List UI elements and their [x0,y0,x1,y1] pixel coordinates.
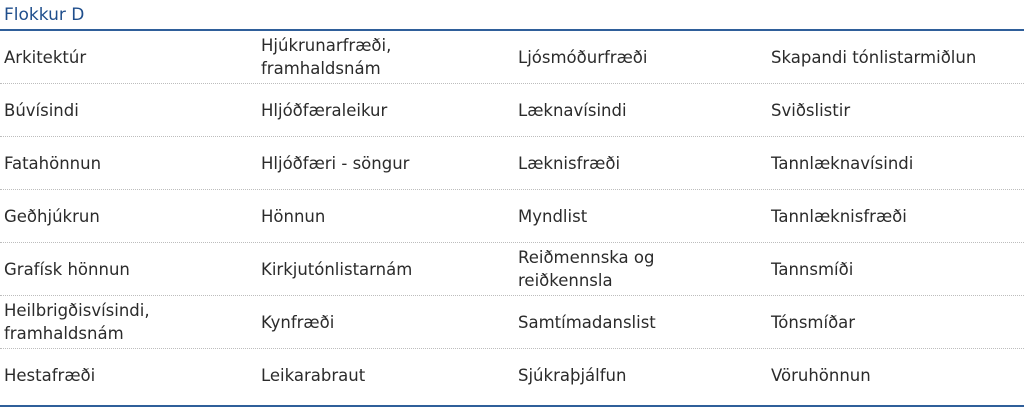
table-cell: Hönnun [261,206,326,226]
table-cell: Kirkjutónlistarnám [261,259,413,279]
table-cell: Tannlæknisfræði [771,206,907,226]
table-body: Arkitektúr Hjúkrunarfræði, framhaldsnám … [0,31,1024,402]
table-row: Heilbrigðisvísindi, framhaldsnám Kynfræð… [0,296,1024,349]
table-cell: Læknavísindi [518,100,627,120]
table-cell: Sjúkraþjálfun [518,366,627,385]
table-cell: Reiðmennska og reiðkennsla [518,248,655,290]
table-cell: Hljóðfæraleikur [261,100,388,120]
table-cell: Kynfræði [261,312,335,332]
table-row: Fatahönnun Hljóðfæri - söngur Læknisfræð… [0,137,1024,190]
table-cell: Vöruhönnun [771,366,871,385]
table-row: Hestafræði Leikarabraut Sjúkraþjálfun Vö… [0,349,1024,402]
table-cell: Leikarabraut [261,366,366,385]
table-cell: Skapandi tónlistarmiðlun [771,47,977,67]
table-cell: Arkitektúr [4,47,87,67]
table-heading: Flokkur D [4,5,85,25]
table-cell: Tannlæknavísindi [771,153,914,173]
table-cell: Hljóðfæri - söngur [261,153,410,173]
table-row: Búvísindi Hljóðfæraleikur Læknavísindi S… [0,84,1024,137]
table-cell: Sviðslistir [771,100,851,120]
table-cell: Tónsmíðar [771,312,856,332]
table-row: Geðhjúkrun Hönnun Myndlist Tannlæknisfræ… [0,190,1024,243]
table-cell: Myndlist [518,206,588,226]
table-cell: Grafísk hönnun [4,259,130,279]
table-cell: Hjúkrunarfræði, framhaldsnám [261,36,392,78]
table-cell: Búvísindi [4,100,79,120]
bottom-rule [0,405,1024,407]
table-cell: Fatahönnun [4,153,102,173]
table-cell: Heilbrigðisvísindi, framhaldsnám [4,301,150,343]
top-rule [0,29,1024,31]
table-cell: Hestafræði [4,366,96,385]
table-cell: Samtímadanslist [518,312,656,332]
table-row: Grafísk hönnun Kirkjutónlistarnám Reiðme… [0,243,1024,296]
table-cell: Læknisfræði [518,153,621,173]
table-cell: Geðhjúkrun [4,206,100,226]
table-cell: Tannsmíði [771,259,854,279]
table-cell: Ljósmóðurfræði [518,47,648,67]
table-row: Arkitektúr Hjúkrunarfræði, framhaldsnám … [0,31,1024,84]
